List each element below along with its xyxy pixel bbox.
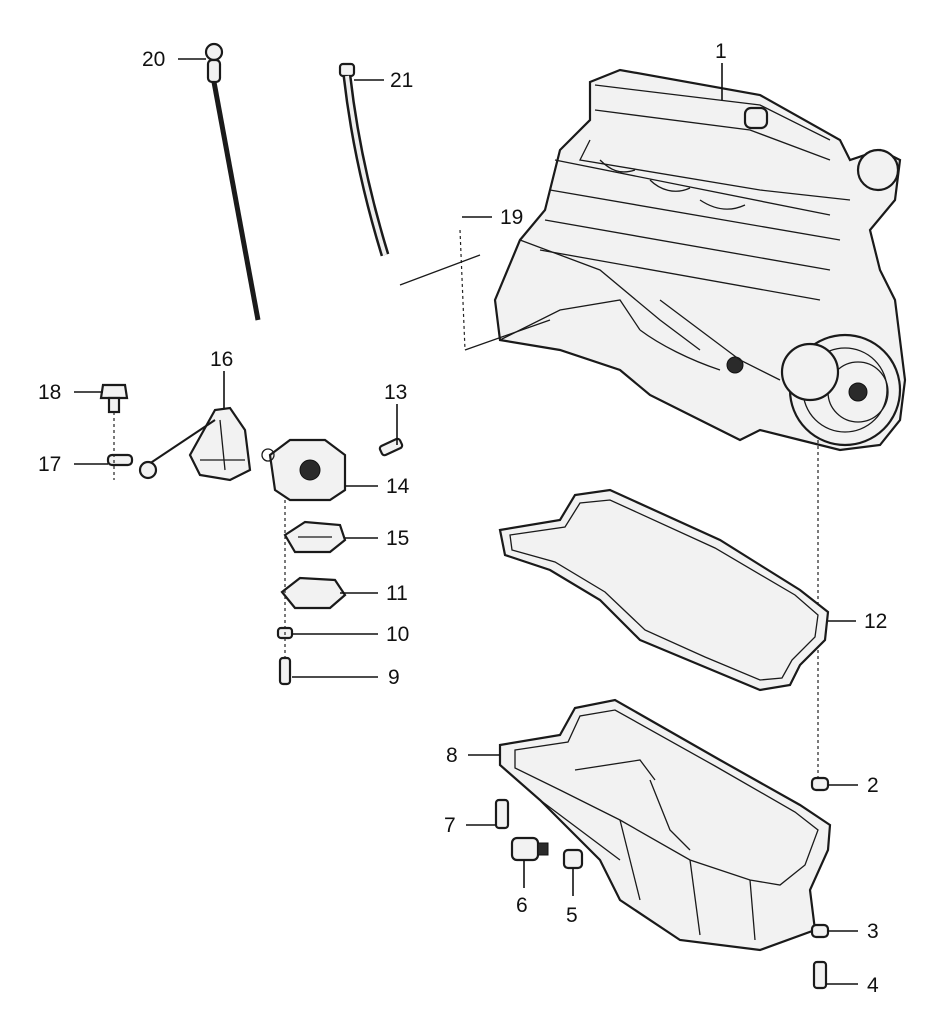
pump-cover <box>280 576 347 610</box>
dipstick-tube <box>338 62 390 257</box>
callout-5: 5 <box>566 904 578 927</box>
callout-1: 1 <box>715 40 727 63</box>
washer-17 <box>106 453 134 467</box>
callout-20: 20 <box>142 48 165 71</box>
oil-pan-gasket <box>498 488 830 692</box>
bolt-18 <box>99 383 129 414</box>
callout-18: 18 <box>38 381 61 404</box>
bolt-9 <box>278 656 292 686</box>
callout-8: 8 <box>446 744 458 767</box>
callout-17: 17 <box>38 453 61 476</box>
leader-lines <box>74 58 858 985</box>
callout-6: 6 <box>516 894 528 917</box>
oil-pump-body <box>261 438 347 502</box>
callout-10: 10 <box>386 623 409 646</box>
callout-2: 2 <box>867 774 879 797</box>
bolt-4 <box>812 960 828 990</box>
drain-plug-6 <box>510 836 549 862</box>
callout-16: 16 <box>210 348 233 371</box>
oil-pan <box>498 698 832 952</box>
callout-14: 14 <box>386 475 410 498</box>
washer-3 <box>810 923 830 939</box>
callout-7: 7 <box>444 814 456 837</box>
washer-2 <box>810 776 830 792</box>
alignment-bracket <box>399 254 551 351</box>
oil-strainer-pickup <box>138 406 252 482</box>
dipstick <box>204 42 261 321</box>
washer-5 <box>562 848 584 870</box>
callout-11: 11 <box>386 582 408 605</box>
bolt-13 <box>378 437 404 457</box>
callout-13: 13 <box>384 381 407 404</box>
engine-block <box>493 68 907 452</box>
callout-19: 19 <box>500 206 523 229</box>
callout-15: 15 <box>386 527 409 550</box>
bolt-7 <box>494 798 510 830</box>
pump-gasket <box>283 520 347 554</box>
callout-12: 12 <box>864 610 887 633</box>
callout-3: 3 <box>867 920 879 943</box>
callout-9: 9 <box>388 666 400 689</box>
callout-21: 21 <box>390 69 413 92</box>
callout-4: 4 <box>867 974 879 997</box>
alignment-line-19 <box>459 229 466 351</box>
